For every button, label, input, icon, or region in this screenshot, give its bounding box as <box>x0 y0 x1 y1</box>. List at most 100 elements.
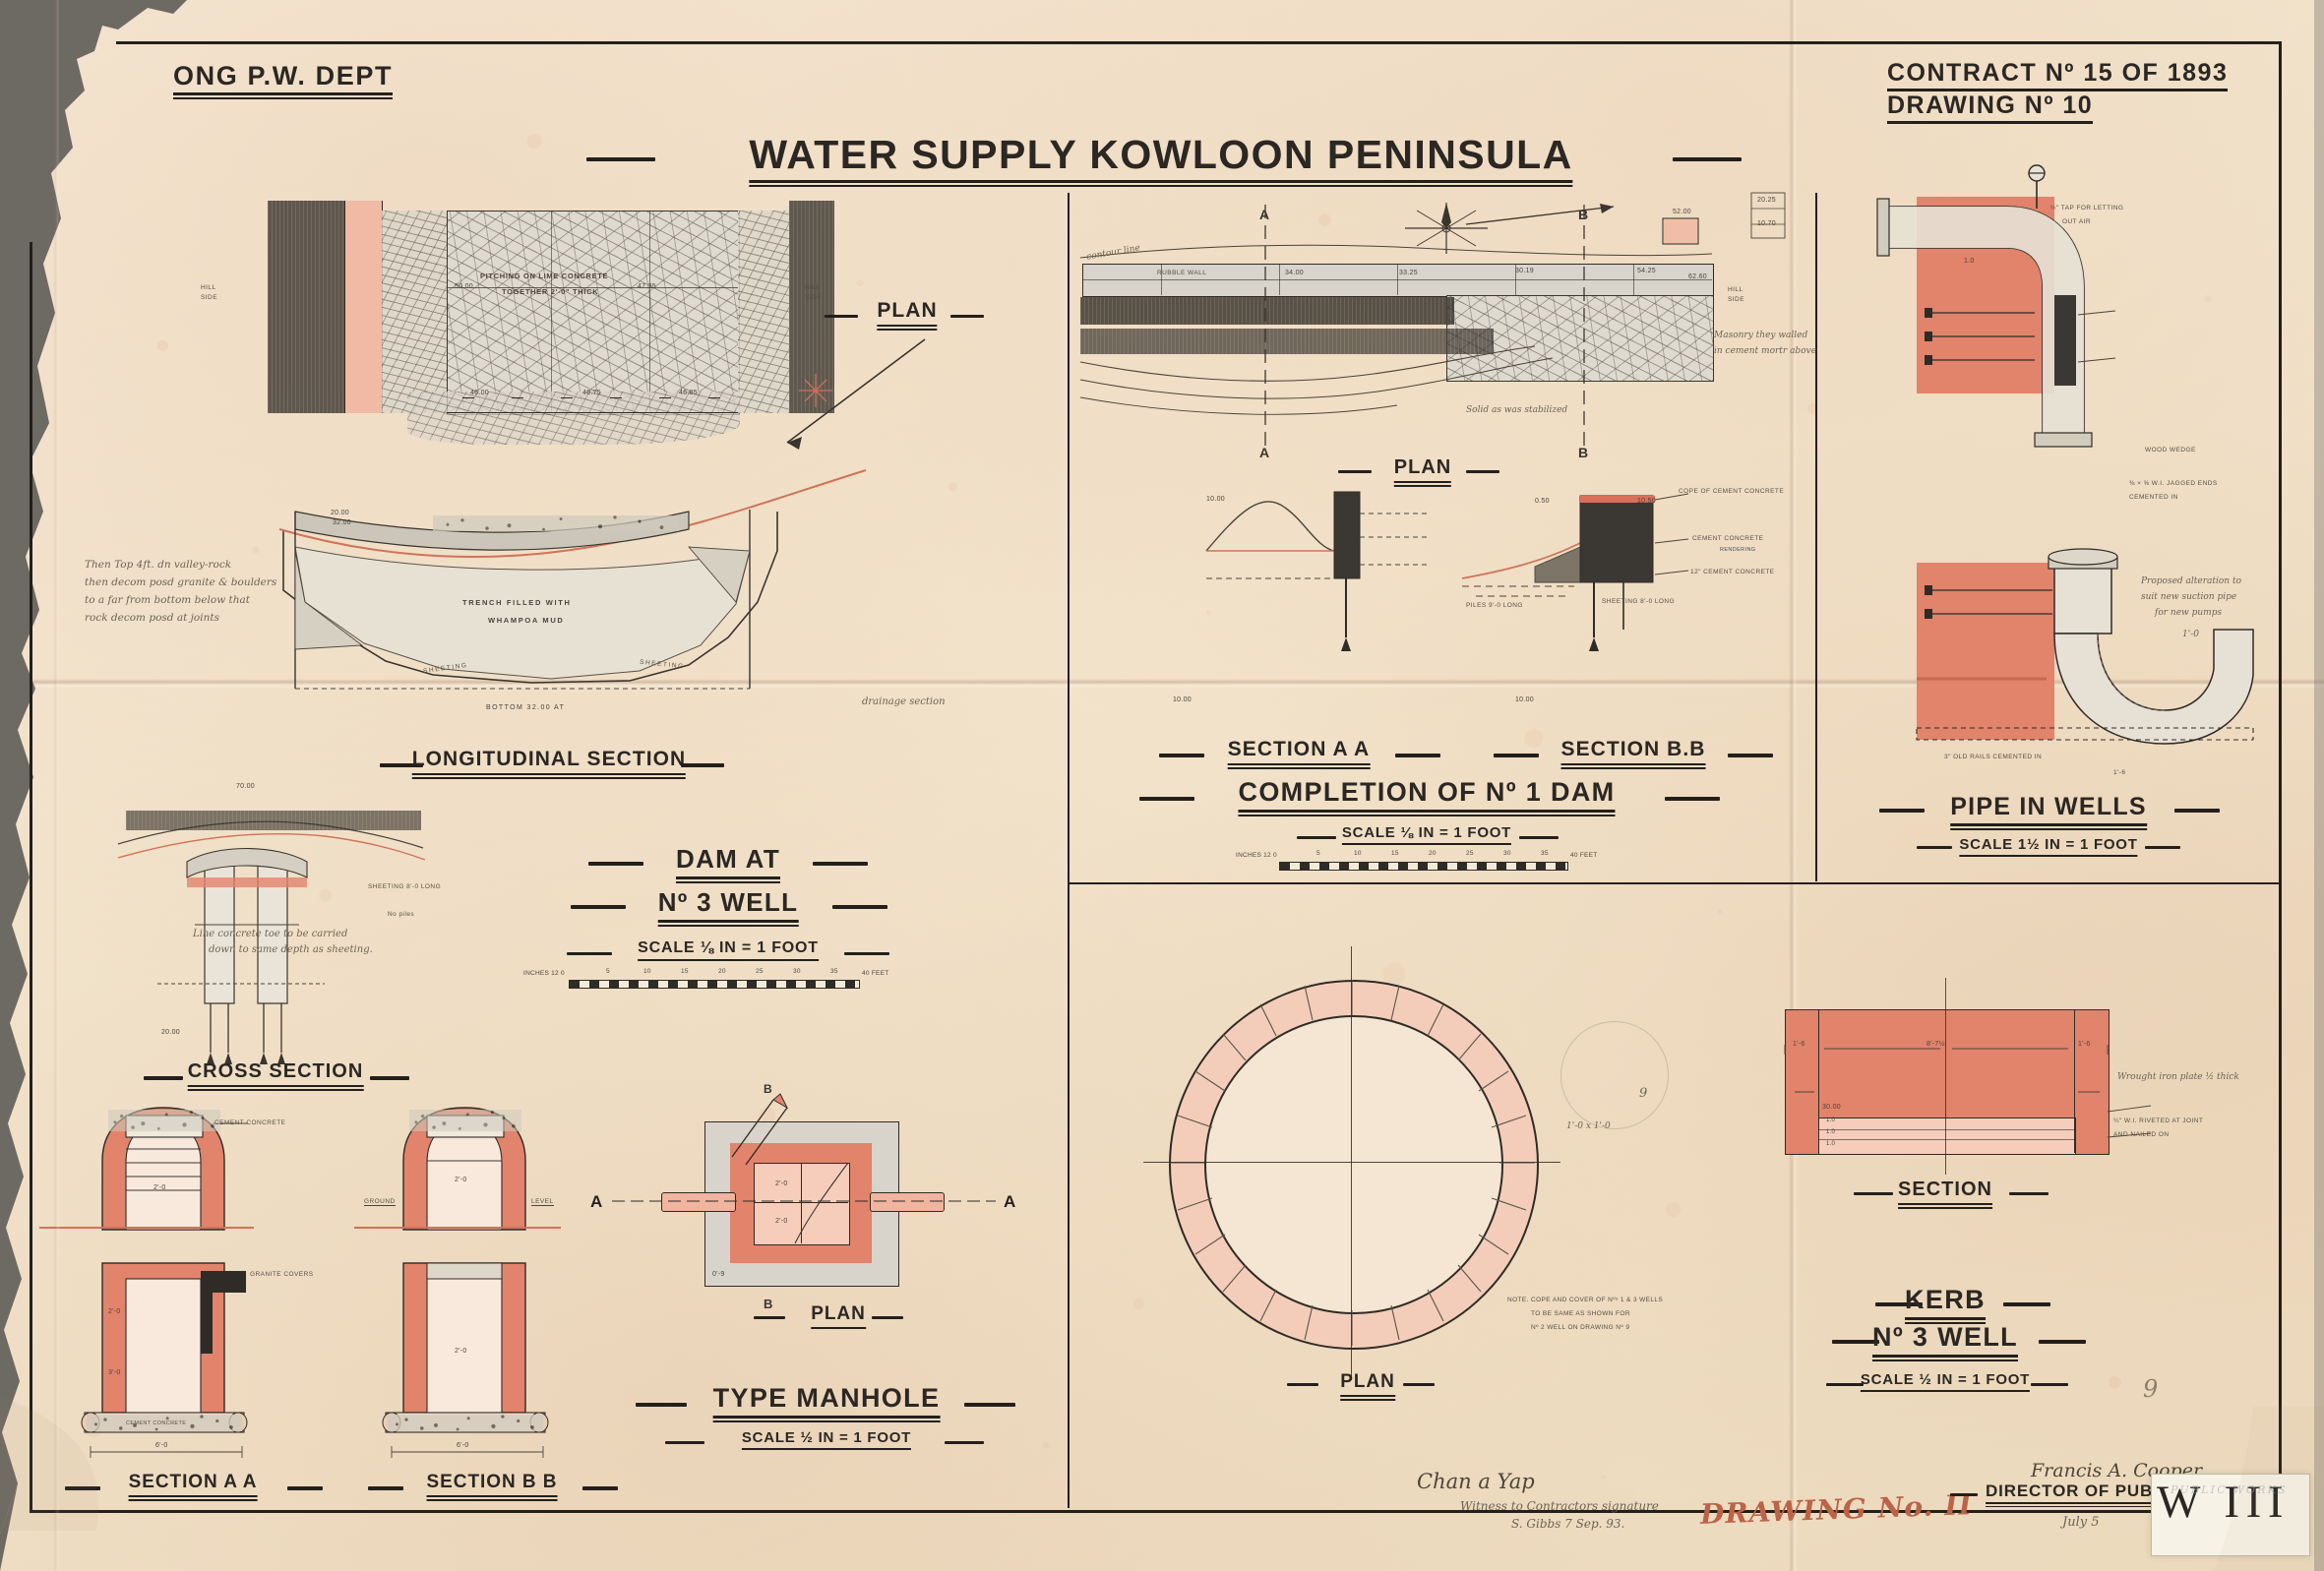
manhole-plan-caption: PLAN <box>811 1303 866 1330</box>
manhole-aa-caption-dash-l <box>65 1486 100 1490</box>
manhole-dim-60-bb: 6'-0 <box>457 1442 469 1449</box>
dam1-plan-hand-note-2: in cement mortr above <box>1714 346 1817 356</box>
crosssec-caption-dash-r <box>370 1076 409 1080</box>
manhole-note-cement-concrete-base: CEMENT CONCRETE <box>126 1420 187 1426</box>
manhole-dim-aa-left-1: 2'-0 <box>108 1308 121 1315</box>
kerb-floor-course-2 <box>1818 1139 2074 1140</box>
dam1-bb-note-piles: PILES 9'-0 LONG <box>1466 602 1523 609</box>
dam1-bb-note-12cement: 12" CEMENT CONCRETE <box>1690 569 1775 575</box>
plan-edge-left-1 <box>344 201 346 413</box>
kerb-dim-depth: 30.00 <box>1822 1104 1841 1111</box>
divider-vertical-right <box>1815 193 1817 881</box>
dam3-scale-bar-end: 40 FEET <box>862 970 889 977</box>
kerb-dim-width: 8'-7½ <box>1926 1041 1945 1048</box>
manhole-scale-dash-l <box>665 1441 704 1444</box>
pipe-note-tap-1: ½" TAP FOR LETTING <box>2050 205 2124 211</box>
dam1-scale-dash-l <box>1297 836 1336 839</box>
plan-pitching-body <box>447 211 740 415</box>
kerb-section-axis-v <box>1945 978 1947 1175</box>
kerb-margin-number: 9 <box>2143 1375 2159 1403</box>
manhole-dim-aa-left-2: 3'-0 <box>108 1369 121 1376</box>
kerb-title-dash-l <box>1875 1302 1923 1306</box>
kerb-hand-note: Wrought iron plate ½ thick <box>2117 1072 2239 1082</box>
dam1-aa-caption-dash-r <box>1395 754 1440 757</box>
dam1-plan-dim-corner: 20.25 <box>1757 197 1776 204</box>
manhole-plan-dim-1: 2'-0 <box>775 1180 788 1187</box>
kerb-title-dash-r <box>2003 1302 2050 1306</box>
manhole-plan-dim-3: 0'-9 <box>712 1271 725 1278</box>
witness-caption: Witness to Contractors signature <box>1460 1499 1659 1513</box>
header-drawing-number-text: DRAWING Nº 10 <box>1887 91 2094 119</box>
manhole-bb-lower-base-agg <box>388 1415 543 1431</box>
plan-rubble-spill <box>407 392 740 445</box>
kerb-scale-dash-r <box>2031 1383 2068 1386</box>
kerb-dim-right: 1'-6 <box>2078 1041 2091 1048</box>
kerb-title-line1-text: KERB <box>1905 1285 1986 1314</box>
manhole-section-bb-caption-text: SECTION B B <box>426 1472 558 1492</box>
dam1-title-dash-r <box>1665 797 1720 801</box>
kerb-plan-ring-inner <box>1204 1015 1503 1314</box>
manhole-section-bb-caption: SECTION B B <box>426 1472 558 1501</box>
archive-stamp: W III <box>2157 1477 2291 1528</box>
divider-vertical-center <box>1068 193 1070 1508</box>
dam3-longitudinal-caption-text: LONGITUDINAL SECTION <box>411 748 687 770</box>
pipe-title-dash-r <box>2174 809 2220 813</box>
dam1-plan-grass-upper <box>1080 297 1454 325</box>
dam1-aa-dim-bot: 10.00 <box>1173 696 1192 703</box>
dam3-title-line2-text: Nº 3 WELL <box>657 887 799 917</box>
dam1-scale-bar-start: INCHES 12 0 <box>1236 852 1277 859</box>
dam3-cross-section-caption-text: CROSS SECTION <box>187 1060 364 1082</box>
manhole-scale-dash-r <box>945 1441 984 1444</box>
director-dash <box>1950 1493 1978 1496</box>
kerb-section-dash-r <box>2009 1192 2049 1195</box>
pipe-note-rails: 3" OLD RAILS CEMENTED IN <box>1944 754 2043 760</box>
header-department: ONG P.W. DEPT <box>173 61 394 99</box>
manhole-plan-caption-text: PLAN <box>811 1303 866 1324</box>
dam3-longitudinal-caption: LONGITUDINAL SECTION <box>411 748 687 779</box>
crosssec-dim-2000: 20.00 <box>161 1029 180 1036</box>
dam3-plan-caption: PLAN <box>877 299 938 331</box>
dam1-plan-marker-b-bottom: B <box>1578 445 1590 460</box>
dam3-plan-caption-text: PLAN <box>877 299 938 322</box>
dam3-title-line1: DAM AT <box>676 844 780 883</box>
manhole-plan-dash-l <box>754 1316 785 1319</box>
dam3-title-line1-text: DAM AT <box>676 844 780 874</box>
dam1-scale: SCALE ⅛ IN = 1 FOOT <box>1341 824 1512 845</box>
dam1-plan-dim-3400: 34.00 <box>1285 270 1304 276</box>
pipe-note-rails-dim: 1'-6 <box>2113 769 2126 776</box>
plan-grid-h1 <box>447 287 738 288</box>
dam1-scale-bar-end: 40 FEET <box>1570 852 1598 859</box>
plan-caption-dash-right <box>950 315 984 318</box>
header-contract: CONTRACT Nº 15 OF 1893 <box>1887 59 2229 91</box>
kerb-plan-ghost-dim: 9 <box>1639 1086 1648 1101</box>
frame-line-left <box>30 242 32 1512</box>
manhole-aa-upper-arch-concrete <box>108 1110 220 1131</box>
kerb-plan-ghost-note: 1'-0 x 1'-0 <box>1566 1121 1611 1131</box>
hand-note-concrete-2: down to same depth as sheeting. <box>209 944 373 955</box>
header-department-text: ONG P.W. DEPT <box>173 61 394 91</box>
dam1-bb-note-cement: CEMENT CONCRETE <box>1692 535 1764 542</box>
kerb-note-line3: Nº 2 WELL ON DRAWING Nº 9 <box>1531 1324 1630 1331</box>
dam1-plan-structure-fill <box>1664 219 1697 243</box>
manhole-note-level: LEVEL <box>531 1198 554 1206</box>
manhole-scale-text: SCALE ½ IN = 1 FOOT <box>741 1429 912 1446</box>
pipe-hand-note-2: suit new suction pipe <box>2141 592 2237 602</box>
plan-dim-4075: 40.75 <box>582 390 601 396</box>
dam1-plan-dim-5425: 54.25 <box>1637 268 1656 274</box>
longsec-trench-note-2: WHAMPOA MUD <box>488 616 565 625</box>
witness-signature: S. Gibbs 7 Sep. 93. <box>1511 1517 1625 1531</box>
dam1-plan-marker-a-top: A <box>1259 207 1271 222</box>
kerb-plan-ghost <box>1560 1021 1669 1129</box>
plan-dim-5000: 50.00 <box>455 283 473 290</box>
pipe-scale-dash-r <box>2145 846 2180 849</box>
dam1-section-bb-caption-text: SECTION B.B <box>1560 738 1706 760</box>
pipe-hand-note-1: Proposed alteration to <box>2141 576 2241 586</box>
hand-note-drainage: drainage section <box>862 696 946 707</box>
dam1-title-dash-l <box>1139 797 1194 801</box>
contractor-signature: Chan a Yap <box>1417 1470 1535 1493</box>
kerb-section-edge-l <box>1818 1009 1820 1153</box>
